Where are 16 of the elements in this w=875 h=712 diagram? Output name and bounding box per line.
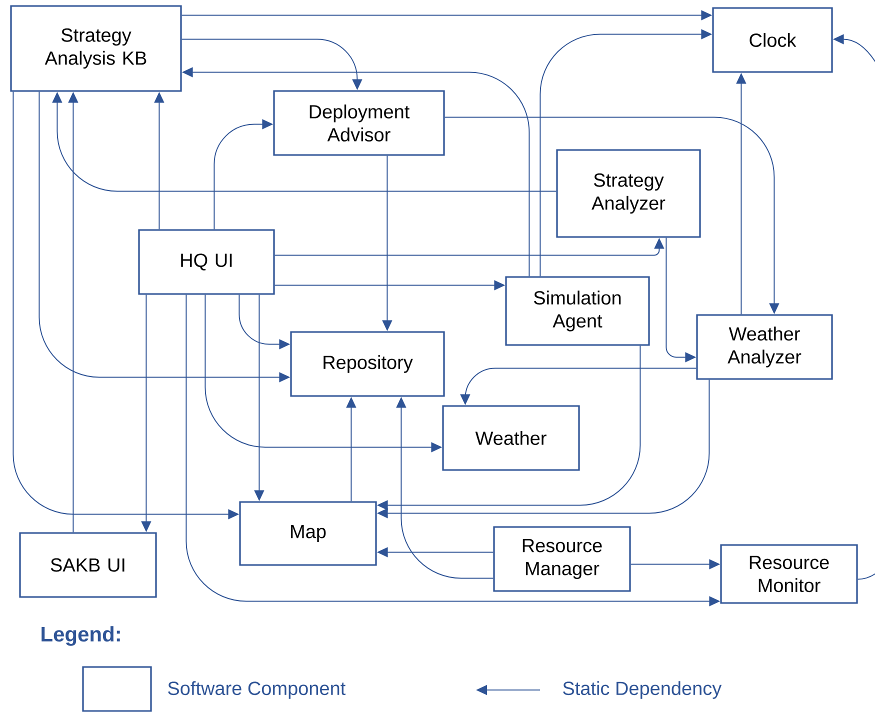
component-box: SAKB UI [19,532,157,598]
component-box: Resource Manager [493,526,631,592]
component-box: Strategy Analyzer [556,149,701,238]
legend-text: Software Component [168,681,346,699]
component-box: Deployment Advisor [273,90,445,156]
component-box: Strategy Analysis KB [10,5,182,92]
component-box: Clock [712,7,833,73]
component-box: Resource Monitor [720,544,858,604]
legend-text: Static Dependency [563,681,722,699]
component-box: Weather [442,405,580,471]
legend-title: Legend: [42,626,120,646]
component-box: Repository [290,331,445,397]
component-box: Simulation Agent [505,276,650,346]
component-box: Weather Analyzer [696,314,833,380]
component-box: HQ UI [138,229,275,295]
component-box: Map [239,501,377,566]
